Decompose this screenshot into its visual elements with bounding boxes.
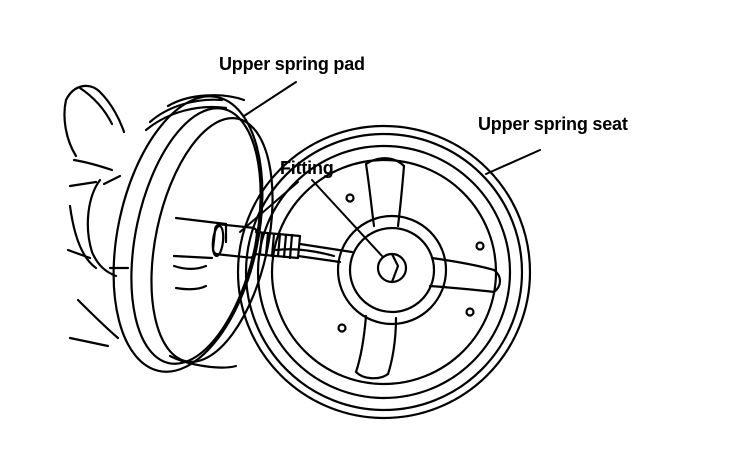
fitting — [211, 223, 354, 264]
label-fitting: Fitting — [280, 158, 334, 178]
leader-fitting-to-bolt — [239, 181, 299, 233]
leader-fitting-to-hub — [311, 179, 383, 257]
label-upper-spring-pad: Upper spring pad — [219, 54, 365, 74]
strut-body — [63, 84, 130, 348]
label-upper-spring-seat: Upper spring seat — [478, 114, 628, 134]
leader-upper-spring-pad — [243, 81, 297, 117]
leader-upper-spring-seat — [485, 149, 541, 175]
leader-lines — [239, 81, 541, 257]
strut-shaft — [172, 216, 228, 260]
upper-spring-seat — [236, 124, 532, 420]
